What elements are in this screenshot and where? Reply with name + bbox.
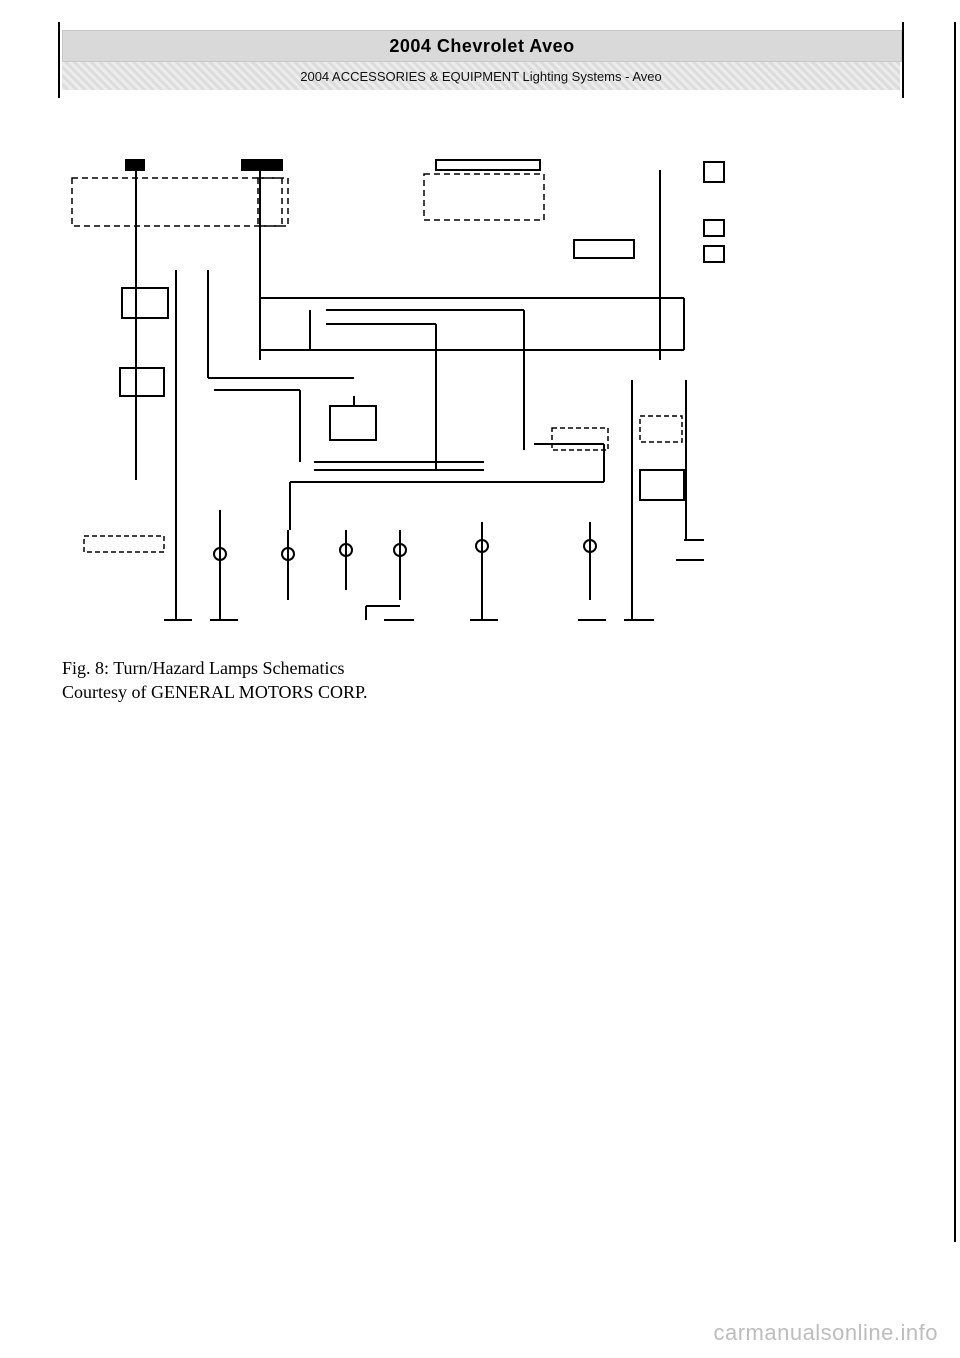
page-frame-edge <box>954 22 956 1242</box>
page-frame-right <box>902 22 904 98</box>
turn-hazard-schematic-figure <box>71 159 725 621</box>
figure-caption: Fig. 8: Turn/Hazard Lamps Schematics Cou… <box>62 656 368 704</box>
document-subtitle: 2004 ACCESSORIES & EQUIPMENT Lighting Sy… <box>62 62 900 90</box>
site-watermark: carmanualsonline.info <box>713 1320 938 1345</box>
page-frame-left <box>58 22 60 98</box>
document-title: 2004 Chevrolet Aveo <box>62 30 902 62</box>
figure-caption-credit: Courtesy of GENERAL MOTORS CORP. <box>62 682 368 702</box>
figure-caption-title: Fig. 8: Turn/Hazard Lamps Schematics <box>62 658 345 678</box>
